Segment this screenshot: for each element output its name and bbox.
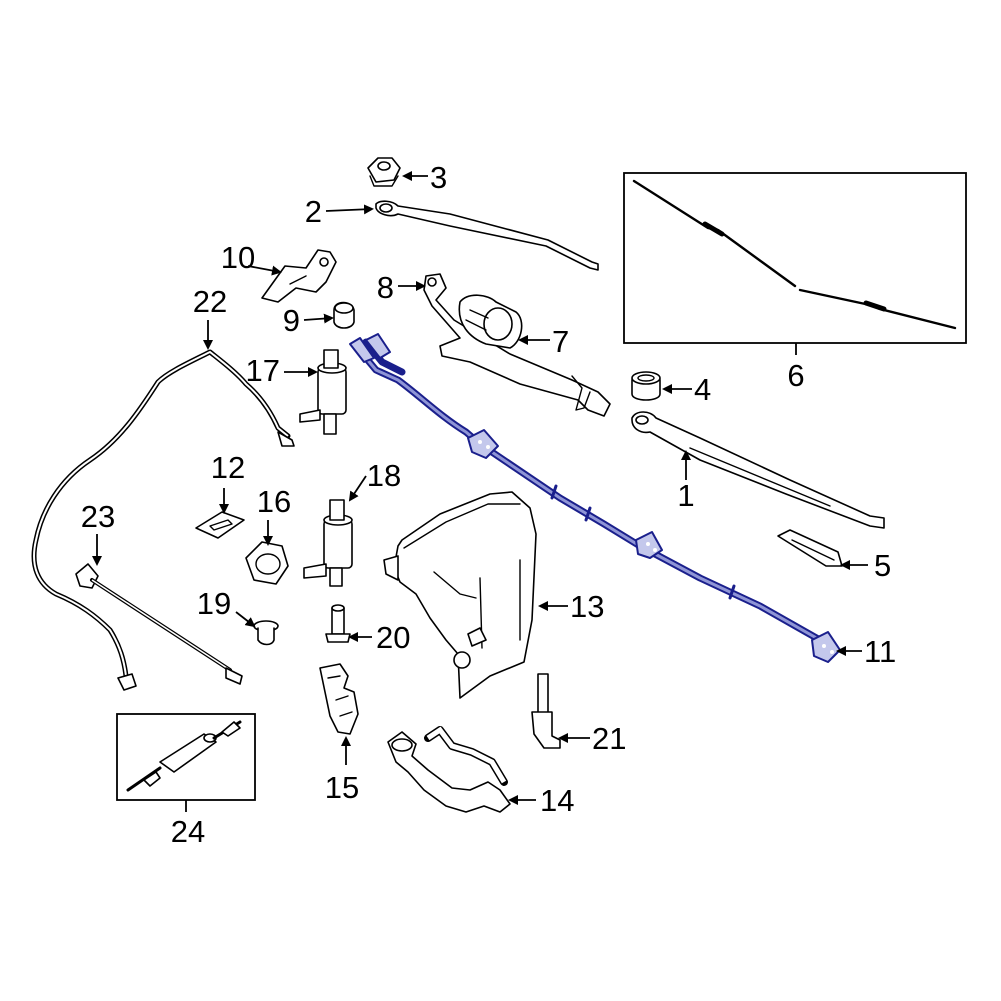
part-23-hose[interactable] [75, 563, 243, 685]
callout-1: 1 [677, 478, 694, 513]
callout-24: 24 [171, 814, 205, 849]
callout-10: 10 [221, 240, 255, 275]
part-24-filter-kit[interactable] [116, 713, 256, 812]
callout-13: 13 [570, 589, 604, 624]
callout-17: 17 [246, 353, 280, 388]
callout-5: 5 [874, 548, 891, 583]
part-6-box [623, 172, 967, 344]
callout-15: 15 [325, 770, 359, 805]
part-20-bolt[interactable] [325, 604, 351, 643]
part-1-wiper-arm[interactable] [631, 411, 885, 529]
callout-4: 4 [694, 372, 711, 407]
callout-16: 16 [257, 484, 291, 519]
callout-21: 21 [592, 721, 626, 756]
callout-19: 19 [197, 586, 231, 621]
part-13-reservoir[interactable] [383, 491, 537, 699]
callout-6: 6 [787, 358, 804, 393]
part-16-seal[interactable] [245, 541, 289, 585]
part-21-sensor[interactable] [531, 673, 561, 749]
part-14-hose[interactable] [387, 726, 511, 813]
hose-clip [467, 429, 499, 459]
part-11-washer-hose[interactable] [349, 333, 841, 663]
callout-20: 20 [376, 620, 410, 655]
callout-23: 23 [81, 499, 115, 534]
leader-arrows [92, 171, 868, 805]
callout-18: 18 [367, 458, 401, 493]
part-4-grommet[interactable] [631, 371, 661, 401]
callout-2: 2 [305, 194, 322, 229]
part-6-wiper-blades[interactable] [623, 172, 967, 355]
callout-9: 9 [283, 303, 300, 338]
part-3-nut[interactable] [367, 157, 401, 187]
part-22-hose[interactable] [31, 349, 295, 691]
part-19-grommet[interactable] [253, 620, 279, 646]
part-7-wiper-motor[interactable] [458, 294, 523, 349]
callout-3: 3 [430, 160, 447, 195]
part-18-washer-pump[interactable] [303, 499, 353, 587]
callout-8: 8 [377, 270, 394, 305]
part-2-wiper-arm[interactable] [375, 200, 599, 271]
callout-22: 22 [193, 284, 227, 319]
part-12-pad[interactable] [195, 511, 245, 539]
callout-11: 11 [864, 634, 896, 669]
part-10-bracket[interactable] [261, 249, 337, 303]
hose-clip [811, 631, 841, 663]
callout-12: 12 [211, 450, 245, 485]
part-17-washer-pump[interactable] [299, 349, 347, 435]
part-15-bracket[interactable] [319, 663, 359, 735]
callout-7: 7 [552, 324, 569, 359]
part-8-linkage[interactable] [423, 273, 611, 417]
callout-labels: 1 2 3 4 5 6 7 8 9 10 11 12 13 14 15 16 1… [81, 160, 896, 849]
part-5-cover[interactable] [777, 529, 843, 567]
callout-14: 14 [540, 783, 574, 818]
part-9-grommet[interactable] [333, 301, 355, 329]
